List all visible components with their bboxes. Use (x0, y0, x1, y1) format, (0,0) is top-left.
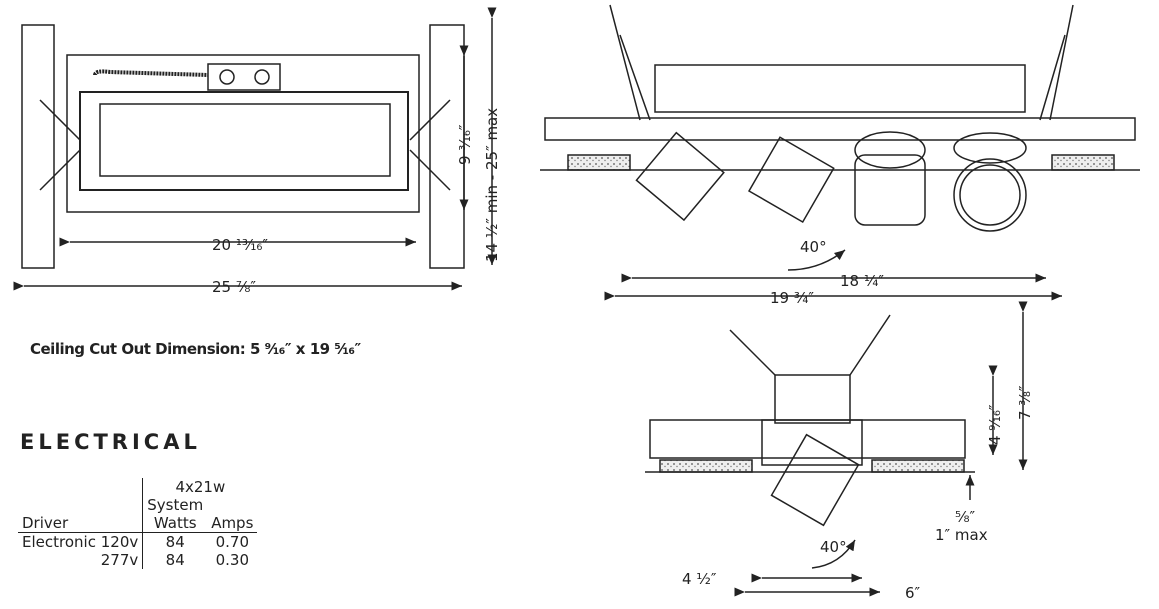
plan-view (13, 7, 497, 291)
section-view (645, 301, 1028, 597)
watts-cell: 84 (142, 551, 208, 569)
system-header: System (142, 496, 208, 514)
voltage-cell: 277v (100, 551, 139, 569)
dim-elev-inner-width: 18 ¹⁄₄″ (840, 272, 884, 290)
dim-elev-outer-width: 19 ³⁄₄″ (770, 289, 814, 307)
dim-elev-tilt: 40° (800, 238, 827, 256)
dim-section-housing-height: 4 ⁹⁄₁₆″ (986, 404, 1004, 445)
dim-plan-outer-width: 25 ⁷⁄₈″ (212, 278, 256, 296)
dim-section-flange: ⁵⁄₈″ (955, 508, 976, 526)
amps-header: Amps (207, 514, 258, 533)
driver-header: Driver (18, 514, 143, 533)
ceiling-cutout-dimension: Ceiling Cut Out Dimension: 5 ⁹⁄₁₆″ x 19 … (30, 340, 361, 358)
dim-section-max: 1″ max (935, 526, 988, 544)
dim-ceiling-thickness: 14 ¹⁄₂″ min - 25″ max (483, 108, 501, 262)
dim-section-outer-width: 6″ (905, 584, 921, 602)
dim-section-inner-width: 4 ¹⁄₂″ (682, 570, 717, 588)
elevation-view (540, 4, 1140, 301)
watts-cell: 84 (142, 532, 208, 551)
dim-section-total-height: 7 ³⁄₈″ (1016, 385, 1034, 420)
amps-cell: 0.70 (215, 533, 249, 551)
config-header: 4x21w (142, 478, 258, 496)
dim-plan-height: 9 ³⁄₁₆″ (456, 124, 474, 165)
watts-header: Watts (142, 514, 208, 533)
voltage-cell: 120v (100, 533, 139, 551)
dim-plan-inner-width: 20 ¹³⁄₁₆″ (212, 236, 268, 254)
amps-cell: 0.30 (215, 551, 249, 569)
driver-cell: Electronic (22, 533, 96, 551)
electrical-heading: ELECTRICAL (20, 430, 201, 454)
dim-section-tilt: 40° (820, 538, 847, 556)
